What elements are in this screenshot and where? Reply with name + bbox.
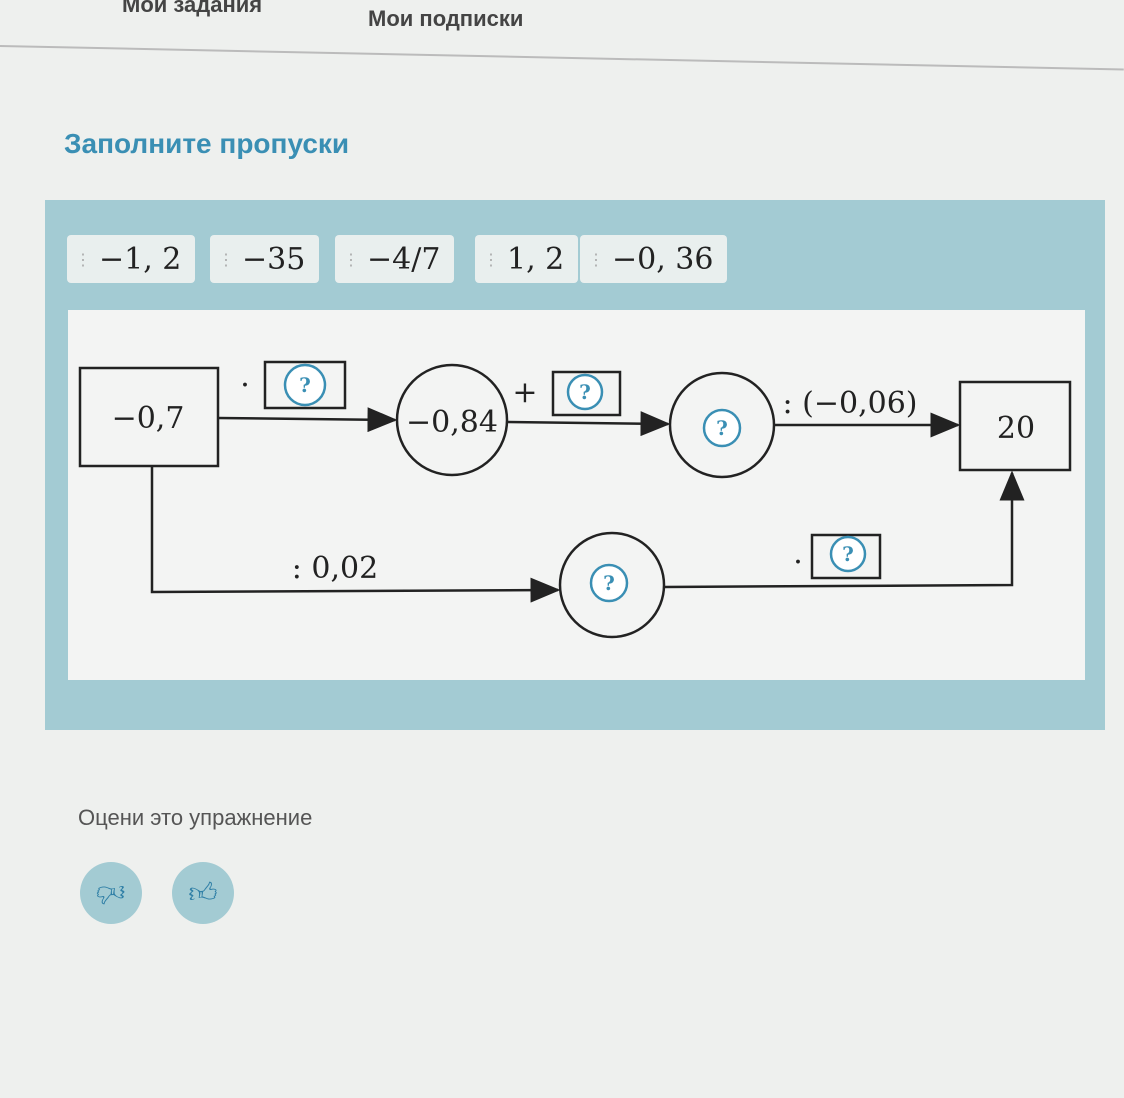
blank-marker[interactable]	[566, 373, 604, 411]
arrow	[150, 466, 561, 603]
dislike-button[interactable]: 👍︎	[80, 862, 142, 924]
option-chip[interactable]: ⋮ −1, 2	[67, 235, 196, 283]
like-button[interactable]: 👍︎	[172, 862, 234, 924]
arrow	[663, 470, 1025, 589]
thumbs-up-icon: 👍︎	[188, 877, 218, 908]
option-chip[interactable]: ⋮ −4/7	[335, 235, 455, 283]
drag-handle-icon: ⋮	[75, 249, 91, 269]
blank-marker[interactable]	[589, 563, 629, 603]
divider	[0, 45, 1124, 71]
option-chip[interactable]: ⋮ 1, 2	[475, 235, 579, 283]
operation-label: : (−0,06)	[783, 386, 918, 421]
blank-label: ?	[299, 373, 311, 397]
option-value: 1, 2	[507, 241, 565, 277]
blank-label: ?	[603, 571, 615, 595]
blank-slot	[810, 533, 882, 580]
option-value: −0, 36	[612, 241, 714, 277]
flow-diagram: ? ? ? ? ? −0,7 −0,84 20 · + : (−0,06) : …	[78, 360, 1072, 639]
blank-slot	[263, 360, 347, 410]
thumbs-down-icon: 👍︎	[96, 878, 126, 909]
blank-marker[interactable]	[702, 408, 742, 448]
blank-label: ?	[579, 380, 591, 404]
drag-handle-icon: ⋮	[343, 249, 359, 269]
rating-label: Оцени это упражнение	[78, 805, 313, 830]
drag-handle-icon: ⋮	[588, 249, 604, 269]
option-value: −4/7	[367, 241, 441, 277]
option-chip[interactable]: ⋮ −0, 36	[580, 235, 728, 283]
start-box	[78, 366, 220, 468]
blank-marker[interactable]	[829, 535, 867, 573]
operation-label: : 0,02	[292, 551, 378, 586]
top-nav: Мои задания Мои подписки	[0, 0, 1124, 45]
tab-my-subscriptions[interactable]: Мои подписки	[368, 6, 524, 31]
operation-label: ·	[793, 545, 803, 580]
blank-label: ?	[842, 542, 854, 566]
arrow	[217, 407, 398, 433]
exercise-panel: ⋮ −1, 2 ⋮ −35 ⋮ −4/7 ⋮ 1, 2 ⋮ −0, 36	[45, 200, 1105, 730]
option-value: −1, 2	[99, 241, 182, 277]
drag-handle-icon: ⋮	[483, 249, 499, 269]
tab-my-tasks[interactable]: Мои задания	[122, 0, 263, 17]
blank-slot	[551, 370, 622, 417]
blank-marker[interactable]	[283, 363, 327, 407]
operation-label: ·	[240, 368, 250, 403]
end-value: 20	[997, 411, 1035, 446]
drag-handle-icon: ⋮	[218, 249, 234, 269]
blank-label: ?	[716, 416, 728, 440]
exercise-title: Заполните пропуски	[64, 128, 350, 159]
start-value: −0,7	[112, 401, 185, 436]
option-chip[interactable]: ⋮ −35	[210, 235, 320, 283]
node-value: −0,84	[406, 405, 498, 440]
diagram-area: ? ? ? ? ? −0,7 −0,84 20 · + : (−0,06) : …	[68, 310, 1085, 680]
operation-label: +	[512, 375, 537, 410]
arrow	[506, 411, 671, 437]
option-value: −35	[242, 241, 306, 277]
